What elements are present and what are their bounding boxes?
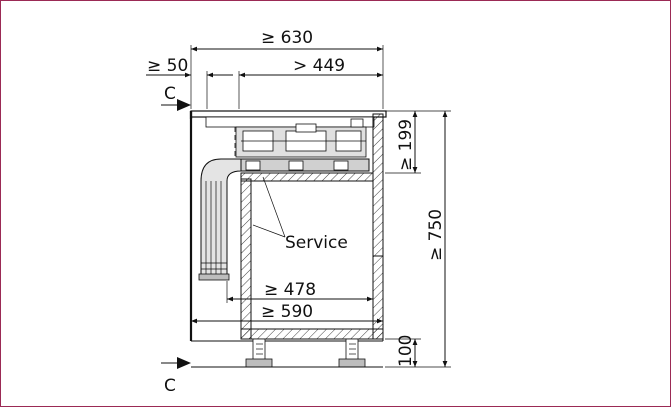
dimension-hob-depth: ≥ 199 [385, 110, 421, 174]
dim-edge-distance-label: ≥ 50 [147, 56, 188, 76]
service-label: Service [285, 233, 348, 253]
extractor-duct [198, 158, 242, 281]
cabinet-feet [191, 338, 383, 368]
dim-inner-depth-label: ≥ 478 [264, 280, 316, 300]
dimension-cutout-width: > 449 [238, 56, 383, 109]
dimension-edge-distance: ≥ 50 [146, 56, 233, 109]
dim-plinth-height-label: 100 [396, 335, 416, 367]
dim-width-total-label: ≥ 630 [261, 28, 313, 48]
service-callout: Service [252, 176, 348, 253]
section-top-label: C [164, 84, 176, 104]
cabinet [189, 111, 384, 342]
dimension-worktop-height: ≥ 750 [385, 110, 451, 368]
dim-cutout-width-label: > 449 [293, 56, 345, 76]
dimension-width-total: ≥ 630 [190, 28, 384, 109]
dim-worktop-height-label: ≥ 750 [426, 209, 446, 261]
dimension-plinth-height: 100 [385, 335, 421, 367]
dimension-cabinet-depth: ≥ 590 [191, 302, 383, 324]
dim-hob-depth-label: ≥ 199 [396, 119, 416, 171]
dimension-inner-depth: ≥ 478 [226, 280, 373, 303]
filter-tray [240, 158, 370, 172]
dim-cabinet-depth-label: ≥ 590 [261, 302, 313, 322]
section-marker-bottom: C [161, 357, 191, 396]
hob-unit [205, 116, 375, 161]
section-marker-top: C [161, 84, 191, 111]
section-bottom-label: C [164, 376, 176, 396]
